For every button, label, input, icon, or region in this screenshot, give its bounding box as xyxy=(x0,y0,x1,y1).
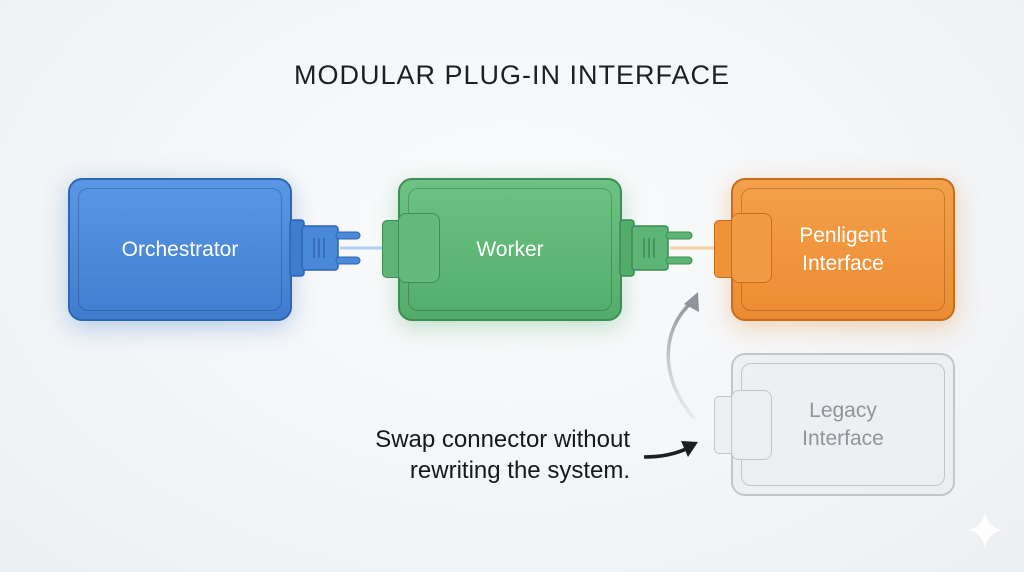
penligent-label: Penligent Interface xyxy=(799,223,887,275)
penligent-socket xyxy=(731,213,772,283)
swap-arrow-icon xyxy=(666,292,699,420)
worker-socket xyxy=(398,213,440,283)
legacy-label: Legacy Interface xyxy=(802,398,884,450)
orchestrator-label: Orchestrator xyxy=(121,237,239,261)
worker-module: Worker xyxy=(398,178,622,321)
note-line-2: rewriting the system. xyxy=(409,457,630,484)
worker-label: Worker xyxy=(476,237,544,261)
diagram-title: MODULAR PLUG-IN INTERFACE xyxy=(293,60,731,90)
orchestrator-module: Orchestrator xyxy=(68,178,292,321)
sparkle-icon xyxy=(968,512,1002,548)
pointer-arrow-icon xyxy=(643,441,698,459)
legacy-socket xyxy=(731,390,772,460)
note-line-1: Swap connector without xyxy=(375,426,630,453)
swap-note: Swap connector without rewriting the sys… xyxy=(375,424,630,486)
